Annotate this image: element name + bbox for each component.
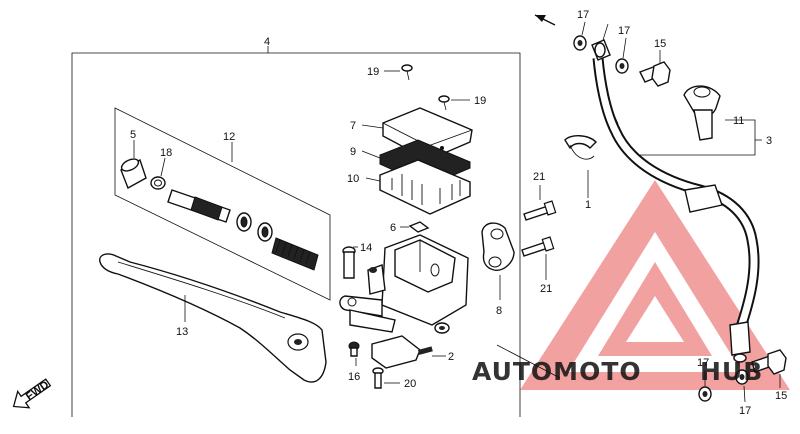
callout-17b: 17 — [618, 25, 630, 37]
hose-callout-bracket — [640, 119, 762, 156]
callout-21b: 21 — [540, 283, 552, 295]
hose-boot-part — [683, 85, 721, 141]
watermark-text: AUTOMOTO HUB — [472, 357, 763, 386]
callout-10: 10 — [347, 173, 359, 185]
pivot-bolt-part — [342, 246, 358, 279]
callout-8: 8 — [496, 305, 502, 317]
callout-6: 6 — [390, 222, 396, 234]
callout-9: 9 — [350, 146, 356, 158]
leader-line — [496, 344, 561, 379]
callout-2: 2 — [448, 351, 454, 363]
assembly-outline — [71, 46, 521, 417]
callout-19b: 19 — [474, 95, 486, 107]
clamp-part — [564, 135, 597, 198]
callout-3: 3 — [766, 135, 772, 147]
boot-part — [120, 140, 147, 190]
callout-18: 18 — [160, 147, 172, 159]
brake-hose — [591, 23, 760, 363]
holder-part — [481, 222, 515, 300]
callout-7: 7 — [350, 120, 356, 132]
callout-13: 13 — [176, 326, 188, 338]
callout-19a: 19 — [367, 66, 379, 78]
callout-5: 5 — [130, 129, 136, 141]
reservoir-cap-stack — [361, 107, 473, 215]
clip-part — [400, 221, 430, 233]
callout-17d: 17 — [739, 405, 751, 417]
direction-arrow-icon — [534, 14, 556, 26]
master-cylinder-body — [339, 234, 469, 334]
callout-12: 12 — [223, 131, 235, 143]
callout-21a: 21 — [533, 171, 545, 183]
callout-16: 16 — [348, 371, 360, 383]
callout-17a: 17 — [577, 9, 589, 21]
watermark-part2: HUB — [700, 357, 763, 386]
callout-4: 4 — [264, 36, 270, 48]
cap-screws — [384, 64, 470, 111]
fwd-arrow: FWD — [12, 378, 51, 409]
banjo-bolts — [639, 50, 787, 388]
brake-lever-part — [99, 253, 327, 383]
piston-kit-outline — [114, 107, 331, 301]
callout-1: 1 — [585, 199, 591, 211]
callout-17c: 17 — [697, 357, 709, 369]
switch-bolt-part — [372, 367, 400, 389]
callout-20: 20 — [404, 378, 416, 390]
callout-15b: 15 — [775, 390, 787, 402]
snap-ring-part — [150, 157, 166, 190]
switch-screw-part — [348, 341, 360, 366]
callouts: 4 12 5 18 13 19 19 7 9 10 6 14 8 21 21 1… — [130, 9, 787, 417]
callout-15a: 15 — [654, 38, 666, 50]
callout-14: 14 — [360, 242, 372, 254]
holder-bolts — [521, 185, 557, 280]
watermark-logo — [520, 180, 790, 390]
callout-11: 11 — [733, 115, 744, 127]
banjo-washers — [573, 21, 749, 403]
piston-assembly — [167, 189, 319, 271]
stop-switch-part — [371, 335, 446, 369]
watermark-part1: AUTOMOTO — [472, 357, 642, 386]
